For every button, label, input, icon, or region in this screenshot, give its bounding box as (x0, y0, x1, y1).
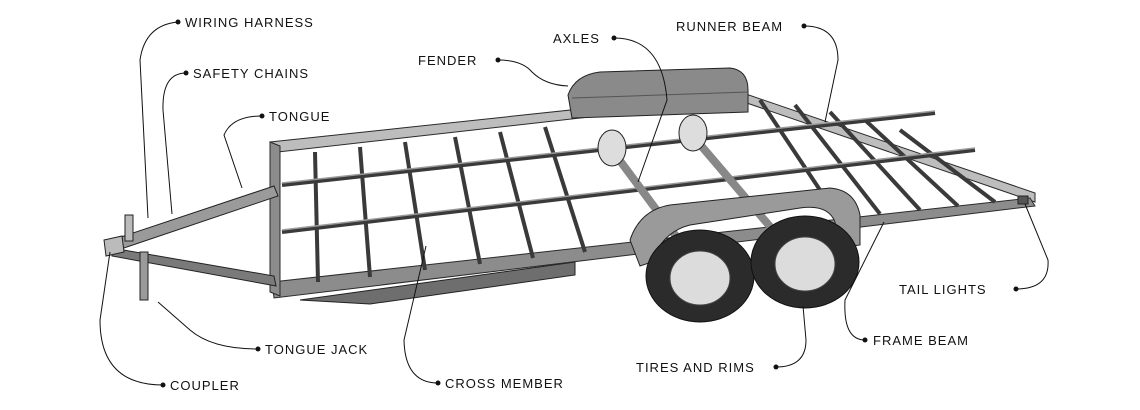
tail-lights-label: TAIL LIGHTS (899, 282, 987, 297)
wiring-harness-callout: WIRING HARNESS (175, 15, 314, 30)
coupler (103, 235, 125, 257)
tongue-jack-callout: TONGUE JACK (255, 342, 368, 357)
cross-member-callout: CROSS MEMBER (435, 376, 564, 391)
tongue-label: TONGUE (269, 109, 330, 124)
frame-beam-callout: FRAME BEAM (862, 333, 969, 348)
axles-label: AXLES (553, 31, 600, 46)
fender-callout: FENDER (418, 53, 501, 68)
tail-light (1017, 195, 1029, 205)
coupler-label: COUPLER (170, 378, 240, 393)
trailer-illustration (103, 67, 1036, 323)
axles-callout: AXLES (553, 31, 617, 46)
tires-and-rims-label: TIRES AND RIMS (636, 360, 755, 375)
frame-beam-label: FRAME BEAM (873, 333, 969, 348)
runner-beam-label: RUNNER BEAM (676, 19, 783, 34)
coupler-callout: COUPLER (160, 378, 240, 393)
tongue-jack-label: TONGUE JACK (265, 342, 368, 357)
wiring-harness-label: WIRING HARNESS (185, 15, 314, 30)
cross-member-label: CROSS MEMBER (445, 376, 564, 391)
leader-lines (99, 21, 1049, 386)
tongue-jack (124, 214, 149, 301)
cross-members (313, 98, 997, 283)
tail-lights-callout: TAIL LIGHTS (899, 282, 1019, 297)
tires-and-rims (645, 215, 860, 323)
fender-label: FENDER (418, 53, 477, 68)
runner-beam-callout: RUNNER BEAM (676, 19, 807, 34)
safety-chains-label: SAFETY CHAINS (193, 66, 309, 81)
deck-floor (278, 100, 1030, 290)
fender-far (567, 67, 749, 119)
tongue (111, 185, 279, 287)
tongue-callout: TONGUE (259, 109, 330, 124)
tires-and-rims-callout: TIRES AND RIMS (636, 360, 779, 375)
safety-chains-callout: SAFETY CHAINS (183, 66, 309, 81)
frame-beam-front (269, 141, 281, 297)
deck-underside (299, 261, 576, 305)
